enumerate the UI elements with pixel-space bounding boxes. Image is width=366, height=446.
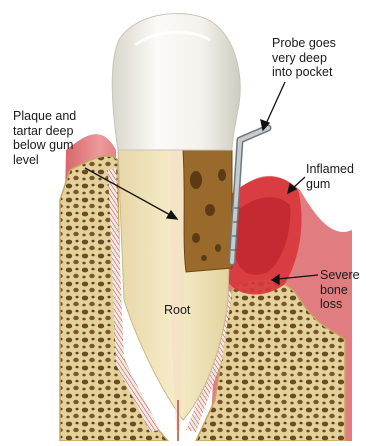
plaque-label: Plaque and tartar deep below gum level	[13, 109, 76, 167]
bone-loss-label: Severe bone loss	[320, 268, 360, 312]
root-label: Root	[164, 303, 190, 318]
probe-label: Probe goes very deep into pocket	[272, 36, 336, 80]
inflamed-gum-label: Inflamed gum	[306, 162, 354, 191]
probe-arrow	[265, 82, 285, 126]
tooth-crown	[112, 14, 240, 150]
